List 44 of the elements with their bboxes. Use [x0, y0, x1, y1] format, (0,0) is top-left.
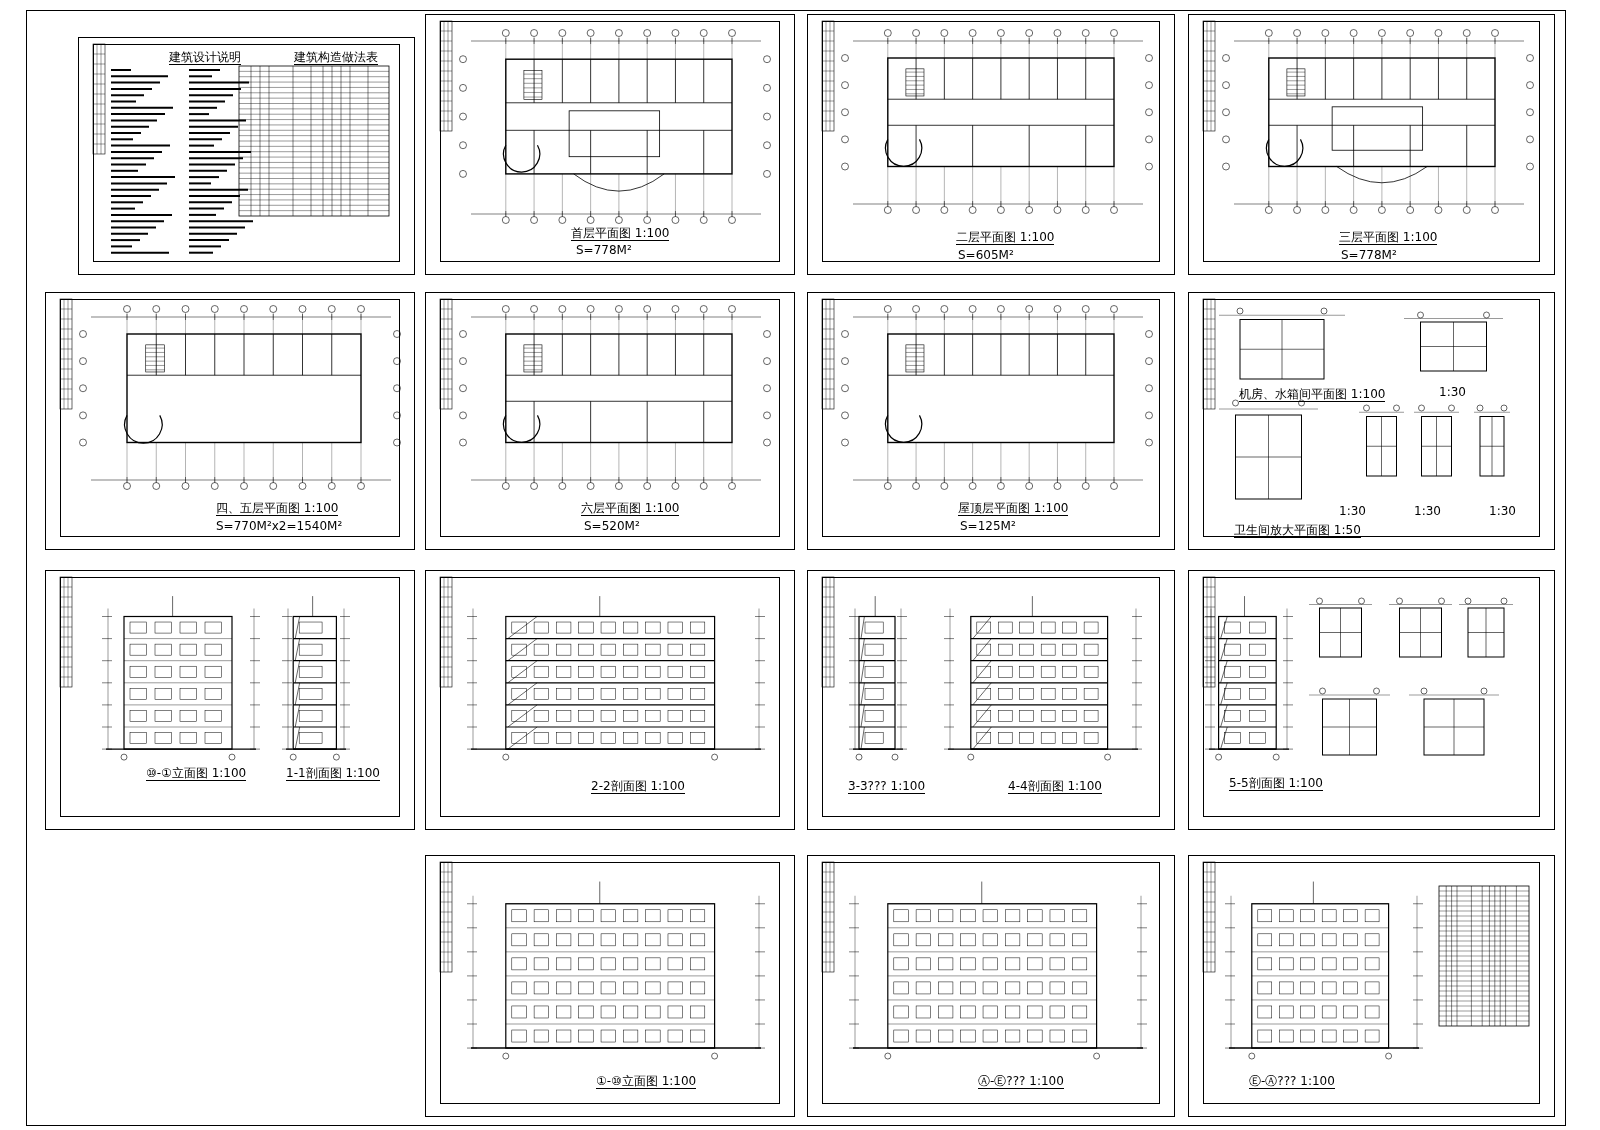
drawing-sheet [425, 855, 795, 1117]
area-note: S=770M²x2=1540M² [216, 519, 343, 533]
drawing-sheet [45, 292, 415, 550]
drawing-title: 二层平面图 1:100 [956, 230, 1055, 245]
drawing-title: 2-2剖面图 1:100 [591, 779, 685, 794]
drawing-title: 5-5剖面图 1:100 [1229, 776, 1323, 791]
drawing-title: 四、五层平面图 1:100 [216, 501, 339, 516]
area-note: S=520M² [584, 519, 640, 533]
drawing-title: 4-4剖面图 1:100 [1008, 779, 1102, 794]
area-note: S=778M² [1341, 248, 1397, 262]
drawing-title: 六层平面图 1:100 [581, 501, 680, 516]
drawing-sheet [1188, 14, 1555, 275]
drawing-title: 机房、水箱间平面图 1:100 [1239, 387, 1386, 402]
drawing-sheet [807, 14, 1175, 275]
drawing-sheet [425, 14, 795, 275]
area-note: S=125M² [960, 519, 1016, 533]
drawing-sheet [1188, 855, 1555, 1117]
drawing-title: 卫生间放大平面图 1:50 [1234, 523, 1361, 538]
drawing-title: ①-⑩立面图 1:100 [596, 1074, 697, 1089]
drawing-sheet [807, 570, 1175, 830]
drawing-sheet [1188, 292, 1555, 550]
drawing-title: 首层平面图 1:100 [571, 226, 670, 241]
drawing-title: 三层平面图 1:100 [1339, 230, 1438, 245]
drawing-title: 建筑设计说明 [169, 50, 241, 65]
drawing-title: ⑩-①立面图 1:100 [146, 766, 247, 781]
drawing-title: 屋顶层平面图 1:100 [958, 501, 1069, 516]
scale-note: 1:30 [1439, 385, 1466, 399]
drawing-title: 3-3??? 1:100 [848, 779, 926, 794]
drawing-title: Ⓐ-Ⓔ??? 1:100 [978, 1074, 1064, 1089]
scale-note: 1:30 [1339, 504, 1366, 518]
drawing-sheet [425, 292, 795, 550]
drawing-sheet [78, 37, 415, 275]
area-note: S=778M² [576, 243, 632, 257]
area-note: S=605M² [958, 248, 1014, 262]
drawing-sheet [45, 570, 415, 830]
drawing-title: 建筑构造做法表 [294, 50, 378, 65]
drawing-sheet [425, 570, 795, 830]
drawing-title: 1-1剖面图 1:100 [286, 766, 380, 781]
drawing-sheet [807, 292, 1175, 550]
drawing-sheet [807, 855, 1175, 1117]
scale-note: 1:30 [1414, 504, 1441, 518]
drawing-sheet [1188, 570, 1555, 830]
drawing-title: Ⓔ-Ⓐ??? 1:100 [1249, 1074, 1335, 1089]
scale-note: 1:30 [1489, 504, 1516, 518]
